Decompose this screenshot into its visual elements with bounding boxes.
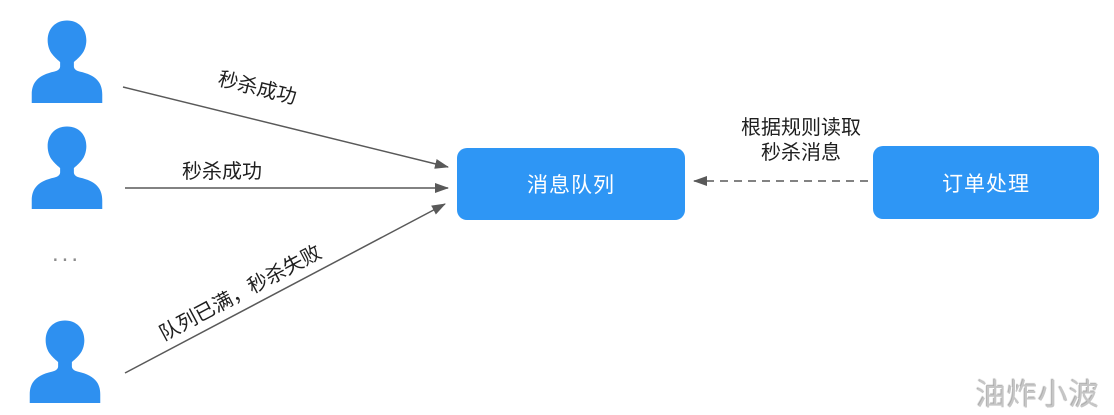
node-message-queue: 消息队列 <box>457 148 685 220</box>
arrow-user3-to-queue <box>124 203 446 374</box>
node-order-processing: 订单处理 <box>873 146 1099 219</box>
more-users-ellipsis: ... <box>52 240 82 267</box>
user-icon-2 <box>24 122 110 210</box>
edge-label-order-read: 根据规则读取 秒杀消息 <box>715 116 887 166</box>
person-silhouette-icon <box>31 20 103 103</box>
watermark: 油炸小波 <box>976 379 1100 412</box>
edge-label-order-read-line1: 根据规则读取 <box>741 117 861 139</box>
edge-label-user2-success: 秒杀成功 <box>182 161 262 183</box>
edge-label-order-read-line2: 秒杀消息 <box>761 142 841 164</box>
arrow-user1-to-queue <box>122 86 449 169</box>
node-message-queue-label: 消息队列 <box>527 174 615 197</box>
node-order-processing-label: 订单处理 <box>942 172 1030 196</box>
person-silhouette-icon <box>29 320 101 403</box>
person-silhouette-icon <box>31 126 103 209</box>
user-icon-1 <box>24 16 110 104</box>
user-icon-3 <box>22 316 108 404</box>
